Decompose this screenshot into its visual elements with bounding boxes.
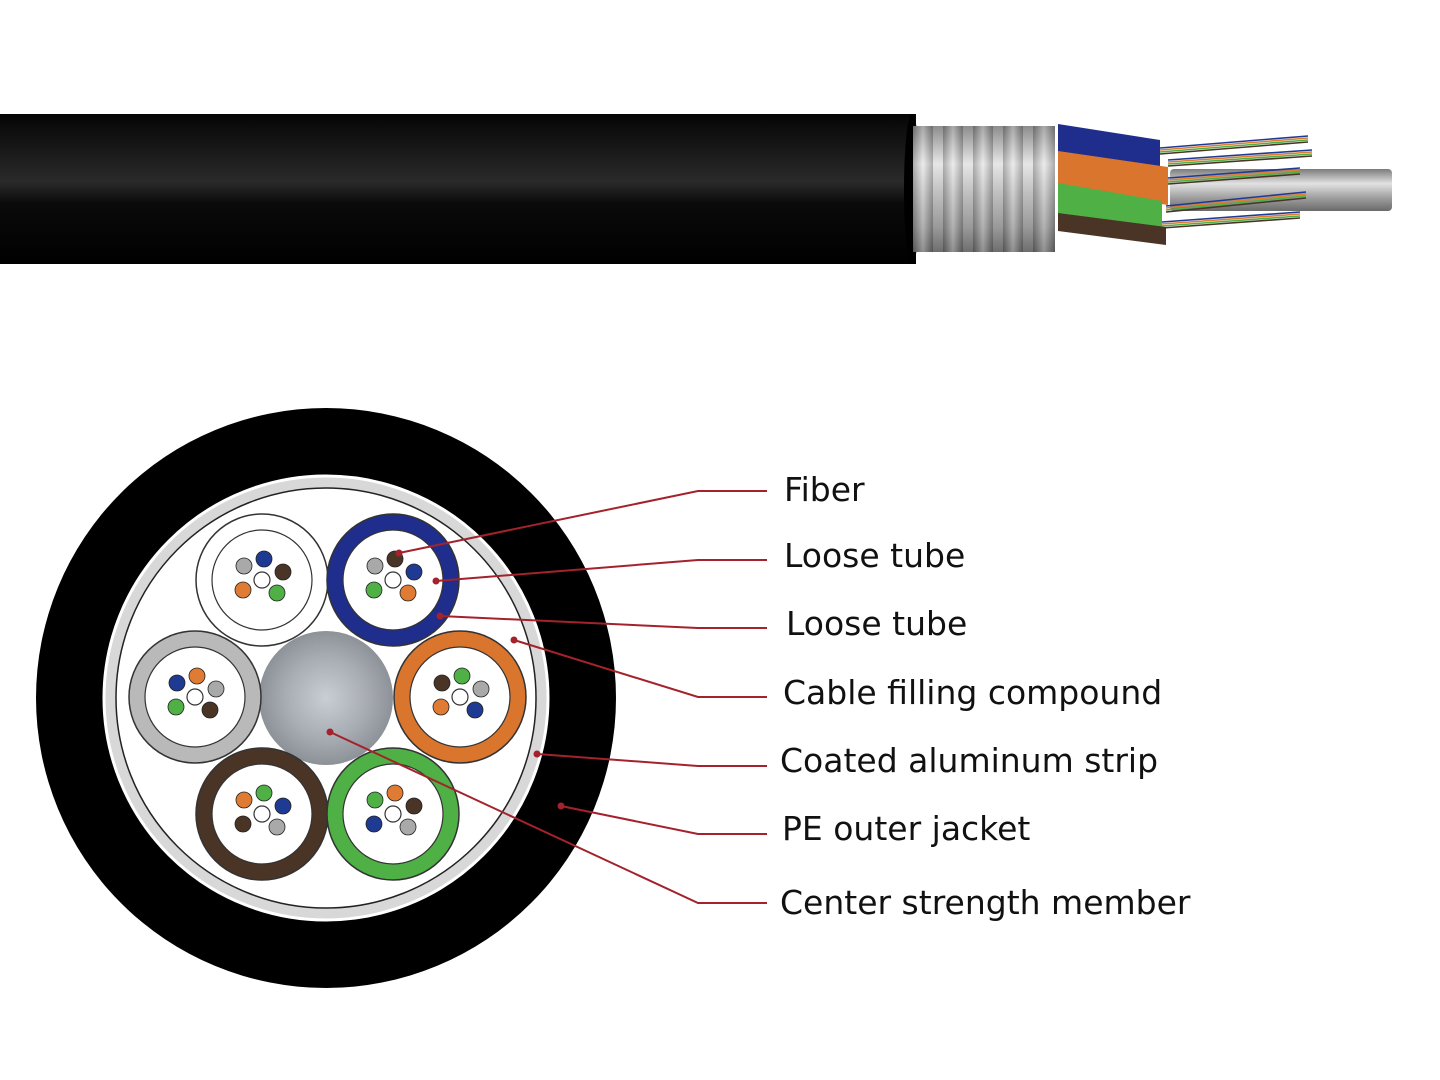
side-tube-green — [1058, 183, 1162, 235]
fiber — [405, 563, 423, 581]
label-coated-aluminum-strip: Coated aluminum strip — [780, 741, 1158, 780]
side-fiber — [1165, 191, 1307, 207]
side-fiber — [1167, 167, 1301, 179]
side-fiber — [1165, 197, 1307, 213]
fiber — [255, 550, 273, 568]
outer-jacket-side — [0, 114, 916, 264]
fiber — [235, 791, 253, 809]
side-fiber — [1167, 151, 1313, 163]
side-fiber — [1165, 195, 1307, 211]
loose-tube-white — [195, 513, 329, 647]
callout-leaders — [326, 490, 767, 904]
fiber — [201, 701, 219, 719]
callout-labels: Fiber Loose tube Loose tube Cable fillin… — [780, 470, 1191, 922]
fiber — [466, 701, 484, 719]
side-fiber — [1167, 155, 1313, 167]
fiber — [453, 667, 471, 685]
side-fiber — [1167, 153, 1313, 165]
side-fiber — [1161, 211, 1301, 223]
fiber — [253, 571, 271, 589]
fiber — [405, 797, 423, 815]
leader-center-strength-member — [326, 728, 767, 904]
label-loose-tube-2: Loose tube — [786, 604, 967, 643]
loose-tube-green — [326, 747, 460, 881]
leader-fiber — [395, 490, 767, 557]
fiber — [366, 791, 384, 809]
leader-pe-outer-jacket — [557, 802, 767, 835]
fiber — [433, 674, 451, 692]
cable-cross-section — [36, 408, 616, 988]
leader-cable-filling-compound — [510, 636, 767, 698]
fiber — [167, 698, 185, 716]
fiber — [432, 698, 450, 716]
fiber — [234, 581, 252, 599]
fiber — [188, 667, 206, 685]
side-fiber — [1161, 213, 1301, 225]
fiber — [365, 581, 383, 599]
cable-side-view — [0, 114, 1392, 264]
fiber — [268, 584, 286, 602]
side-tube-brown — [1058, 213, 1166, 245]
side-fiber — [1167, 149, 1313, 161]
fiber — [384, 805, 402, 823]
fiber — [168, 674, 186, 692]
label-loose-tube-1: Loose tube — [784, 536, 965, 575]
side-fiber — [1161, 215, 1301, 227]
fiber — [235, 557, 253, 575]
leader-loose-tube-1 — [432, 559, 767, 585]
side-fiber — [1167, 171, 1301, 183]
leader-loose-tube-2 — [436, 612, 767, 629]
side-fiber — [1159, 135, 1309, 149]
loose-tube-brown — [195, 747, 329, 881]
fiber — [365, 815, 383, 833]
leader-coated-aluminum-strip — [533, 750, 767, 767]
fiber — [253, 805, 271, 823]
fiber — [268, 818, 286, 836]
side-fiber — [1161, 217, 1301, 229]
label-pe-outer-jacket: PE outer jacket — [782, 809, 1030, 848]
fiber — [399, 818, 417, 836]
loose-tube-orange — [393, 630, 527, 764]
label-fiber: Fiber — [784, 470, 865, 509]
fiber — [234, 815, 252, 833]
armor-strip-side — [913, 126, 1055, 252]
label-center-strength-member: Center strength member — [780, 883, 1191, 922]
side-fiber — [1167, 173, 1301, 185]
fiber — [186, 688, 204, 706]
side-fiber — [1159, 139, 1309, 153]
fiber — [366, 557, 384, 575]
loose-tube-gray — [128, 630, 262, 764]
side-fiber — [1165, 193, 1307, 209]
center-strength-member — [259, 631, 393, 765]
fiber — [386, 784, 404, 802]
side-fiber — [1167, 169, 1301, 181]
fiber — [274, 563, 292, 581]
fiber — [399, 584, 417, 602]
label-cable-filling-compound: Cable filling compound — [783, 673, 1162, 712]
fiber — [274, 797, 292, 815]
side-fiber — [1159, 137, 1309, 151]
fiber — [255, 784, 273, 802]
loose-tubes — [128, 513, 527, 881]
loose-tubes-side — [1058, 124, 1168, 245]
side-fiber — [1159, 141, 1309, 155]
fibers-side — [1159, 135, 1313, 229]
fiber — [207, 680, 225, 698]
fiber — [384, 571, 402, 589]
fiber — [451, 688, 469, 706]
fiber — [472, 680, 490, 698]
